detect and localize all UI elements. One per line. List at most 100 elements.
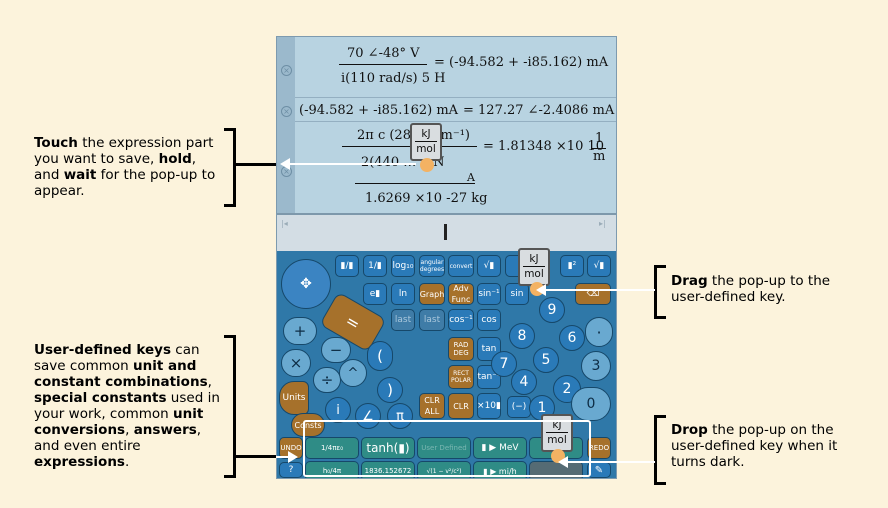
history-gutter (277, 37, 295, 213)
entry1-denominator[interactable]: i(110 rad/s) 5 H (341, 71, 446, 86)
user-key-4[interactable]: ▮ ▶ MeV (473, 437, 527, 459)
key-graph[interactable]: Graph (419, 283, 445, 305)
key-square[interactable]: ▮² (560, 255, 584, 277)
entry1-fraction-bar (339, 64, 427, 65)
help-button[interactable]: ? (279, 462, 303, 478)
key-6[interactable]: 6 (559, 325, 585, 351)
delete-entry-1-icon[interactable]: × (281, 65, 292, 76)
entry-separator (295, 97, 616, 98)
backspace-icon: ⌫ (586, 288, 600, 299)
user-keys-arrow (276, 456, 288, 458)
key-minus[interactable]: − (321, 337, 351, 363)
user-key-3[interactable]: User Defined (417, 437, 471, 459)
redo-button[interactable]: REDO (587, 437, 611, 459)
entry3-root-bar (355, 183, 475, 184)
drag-arrow (545, 289, 655, 291)
entry-separator (295, 121, 616, 122)
key-rect-polar[interactable]: RECT POLAR (448, 365, 474, 389)
key-5[interactable]: 5 (533, 347, 559, 373)
user-keys-highlight (303, 420, 591, 477)
touch-bracket (224, 128, 236, 207)
user-key-9[interactable]: ▮ ▶ mi/h (473, 461, 527, 478)
touch-arrow (288, 163, 416, 165)
key-units[interactable]: Units (279, 381, 309, 415)
cursor (444, 224, 447, 240)
key-0[interactable]: 0 (571, 387, 611, 421)
key-clear-all[interactable]: CLR ALL (419, 393, 445, 419)
key-nth-root[interactable]: √▮ (477, 255, 501, 277)
key-decimal[interactable]: · (585, 317, 613, 347)
key-cos[interactable]: cos (477, 309, 501, 331)
touch-instruction: Touch the expression part you want to sa… (34, 135, 216, 199)
key-power[interactable]: ^ (339, 359, 367, 387)
drop-instruction: Drop the pop-up on the user-defined key … (671, 422, 838, 470)
entry3-subscript: A (467, 171, 475, 184)
key-arccos[interactable]: cos⁻¹ (448, 309, 474, 331)
key-ln[interactable]: ln (391, 283, 415, 305)
key-sqrt[interactable]: √▮ (587, 255, 611, 277)
key-3[interactable]: 3 (581, 351, 611, 381)
entry3-unit-bar (592, 148, 606, 149)
scroll-right-icon[interactable]: ▸| (599, 219, 606, 228)
key-sin[interactable]: sin (505, 283, 529, 305)
delete-entry-2-icon[interactable]: × (281, 106, 292, 117)
key-fraction[interactable]: ▮/▮ (335, 255, 359, 277)
touch-connector (233, 163, 283, 166)
key-times-ten[interactable]: ×10▮ (477, 393, 501, 419)
key-divide[interactable]: ÷ (313, 367, 341, 393)
user-key-2[interactable]: tanh(▮) (361, 437, 415, 459)
drop-arrow (567, 461, 655, 463)
entry-line[interactable]: |◂ ▸| (277, 213, 616, 253)
key-pi[interactable]: π (387, 403, 413, 429)
entry1-result[interactable]: = (-94.582 + -i85.162) mA (434, 55, 609, 70)
key-close-paren[interactable]: ) (377, 377, 403, 403)
drag-arrowhead (536, 284, 546, 296)
key-clear[interactable]: CLR (448, 393, 474, 419)
key-4[interactable]: 4 (511, 369, 537, 395)
help-icon: ? (288, 464, 294, 475)
history-display: × × × 70 ∠-48° V i(110 rad/s) 5 H = (-94… (277, 37, 616, 213)
user-keys-description: User-defined keys can save common unit a… (34, 342, 220, 470)
key-last-1[interactable]: last (391, 309, 415, 331)
key-plus[interactable]: + (283, 317, 317, 345)
user-keys-arrowhead (288, 451, 298, 463)
settings-icon: ✎ (594, 464, 604, 476)
key-negative[interactable]: (−) (507, 396, 531, 418)
user-key-6[interactable]: h₀/4π (305, 461, 359, 478)
key-angular-degrees[interactable]: angular degrees (419, 255, 445, 277)
entry3-fraction-bar (342, 146, 477, 147)
entry3-denominator[interactable]: 1.6269 ×10 -27 kg (365, 191, 488, 206)
key-8[interactable]: 8 (509, 323, 535, 349)
entry2-expression[interactable]: (-94.582 + -i85.162) mA (299, 103, 459, 118)
entry1-numerator[interactable]: 70 ∠-48° V (347, 46, 420, 61)
key-9[interactable]: 9 (539, 297, 565, 323)
key-exp[interactable]: e▮ (363, 283, 387, 305)
key-imaginary[interactable]: i (325, 397, 351, 423)
arrows-icon: ✥ (300, 275, 312, 292)
user-key-8[interactable]: √(1 − v²/c²) (417, 461, 471, 478)
key-open-paren[interactable]: ( (367, 341, 393, 371)
key-convert[interactable]: convert (448, 255, 474, 277)
key-consts[interactable]: Consts (291, 413, 325, 437)
backspace-button[interactable]: ⌫ (575, 283, 611, 305)
key-angle[interactable]: ∠ (355, 403, 381, 429)
user-key-7[interactable]: 1836.152672 (361, 461, 415, 478)
drag-instruction: Drag the pop-up to the user-defined key. (671, 273, 831, 305)
direction-pad[interactable]: ✥ (281, 259, 331, 309)
user-key-1[interactable]: 1/4πε₀ (305, 437, 359, 459)
key-arctan[interactable]: tan⁻¹ (477, 365, 501, 389)
entry2-result[interactable]: = 127.27 ∠-2.4086 mA (463, 103, 615, 118)
key-times[interactable]: × (281, 349, 311, 377)
key-reciprocal[interactable]: 1/▮ (363, 255, 387, 277)
key-log10[interactable]: log₁₀ (391, 255, 415, 277)
key-rad-deg[interactable]: RAD DEG (448, 337, 474, 361)
entry3-result[interactable]: = 1.81348 ×10 10 (483, 139, 605, 154)
key-arcsin[interactable]: sin⁻¹ (477, 283, 501, 305)
entry3-unit-denominator: m (593, 149, 606, 164)
key-adv-func[interactable]: Adv Func (448, 283, 474, 305)
scroll-left-icon[interactable]: |◂ (281, 219, 288, 228)
key-last-2[interactable]: last (419, 309, 445, 331)
key-7[interactable]: 7 (491, 351, 517, 377)
